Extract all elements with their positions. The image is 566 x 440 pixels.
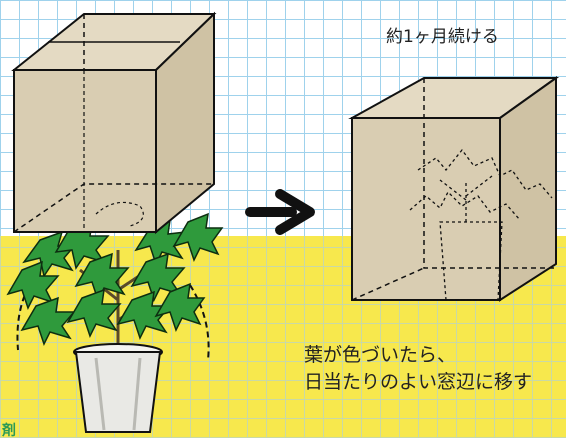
cardboard-box-lifted <box>11 11 217 235</box>
arrow-right-icon <box>245 189 315 235</box>
plant-pot-left <box>73 343 163 433</box>
move-note-line2: 日当たりのよい窓辺に移す <box>304 371 533 393</box>
duration-note: 約1ヶ月続ける <box>386 27 499 47</box>
move-note-line1: 葉が色づいたら、 <box>304 344 457 366</box>
potted-plant-left <box>6 212 224 433</box>
cardboard-box-covering <box>348 76 560 302</box>
hidden-plant <box>409 148 553 301</box>
corner-text: 剤 <box>2 423 16 439</box>
